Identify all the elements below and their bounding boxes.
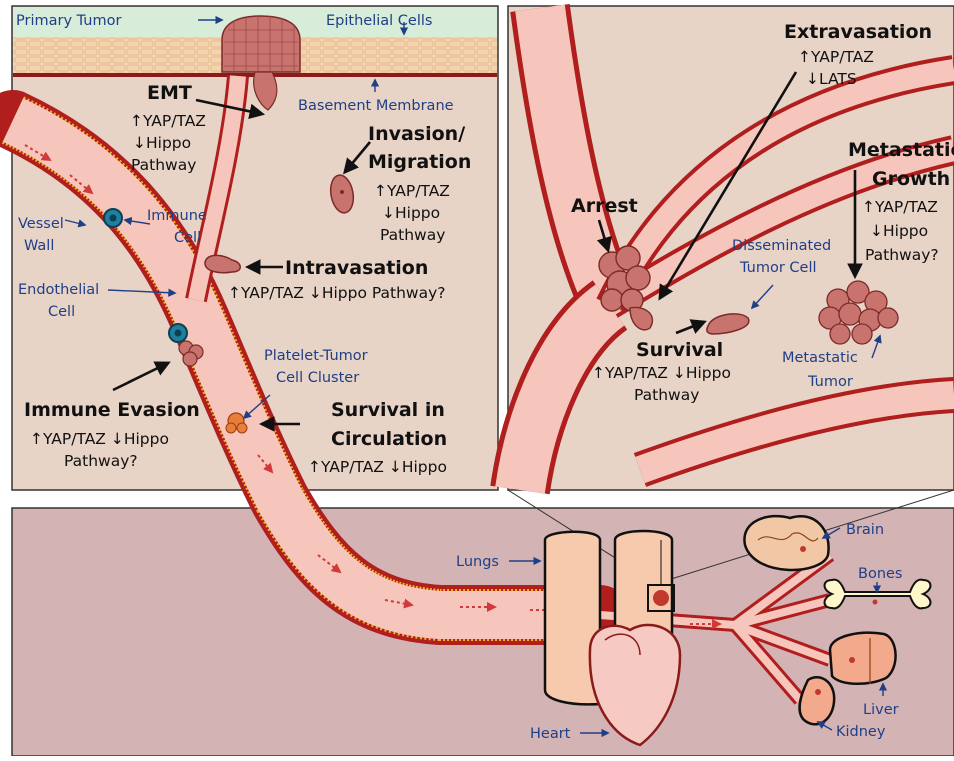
extravasation-line1: ↑YAP/TAZ xyxy=(798,48,874,66)
arrest-title: Arrest xyxy=(571,195,638,217)
survival-line1: ↑YAP/TAZ ↓Hippo xyxy=(592,364,731,382)
metastatic-growth-title-2: Growth xyxy=(872,168,950,190)
emt-line3: Pathway xyxy=(131,156,196,174)
heart-label: Heart xyxy=(530,726,571,742)
invasion-line3: Pathway xyxy=(380,226,445,244)
vessel-wall-label-2: Wall xyxy=(24,238,54,254)
emt-title: EMT xyxy=(147,82,192,104)
invasion-line1: ↑YAP/TAZ xyxy=(374,182,450,200)
immune-cell-label-2: Cell xyxy=(174,230,201,246)
survival-circulation-line1: ↑YAP/TAZ ↓Hippo xyxy=(308,458,447,476)
survival-circulation-title-2: Circulation xyxy=(331,428,447,450)
disseminated-label-2: Tumor Cell xyxy=(739,260,817,276)
basement-membrane-label: Basement Membrane xyxy=(298,98,454,114)
metastatic-growth-line1: ↑YAP/TAZ xyxy=(862,198,938,216)
immune-cell-label-1: Immune xyxy=(147,208,207,224)
endothelial-cell-label-2: Cell xyxy=(48,304,75,320)
immune-evasion-line1: ↑YAP/TAZ ↓Hippo xyxy=(30,430,169,448)
platelet-cluster-label-2: Cell Cluster xyxy=(276,370,359,386)
emt-line2: ↓Hippo xyxy=(133,134,191,152)
intravasation-title: Intravasation xyxy=(285,257,428,279)
survival-title: Survival xyxy=(636,339,723,361)
invasion-title: Invasion/ xyxy=(368,123,465,145)
lungs-label: Lungs xyxy=(456,554,499,570)
emt-line1: ↑YAP/TAZ xyxy=(130,112,206,130)
invasion-line2: ↓Hippo xyxy=(382,204,440,222)
brain-label: Brain xyxy=(846,522,884,538)
extravasation-line2: ↓LATS xyxy=(806,70,857,88)
bones-label: Bones xyxy=(858,566,902,582)
platelet-cluster-label-1: Platelet-Tumor xyxy=(264,348,368,364)
survival-circulation-title-1: Survival in xyxy=(331,399,445,421)
brain-icon xyxy=(744,516,828,570)
migration-title: Migration xyxy=(368,151,471,173)
kidney-label: Kidney xyxy=(836,724,886,740)
disseminated-label-1: Disseminated xyxy=(732,238,831,254)
immune-evasion-title: Immune Evasion xyxy=(24,399,200,421)
vessel-wall-label-1: Vessel xyxy=(18,216,64,232)
metastatic-tumor-label-2: Tumor xyxy=(807,374,853,390)
epithelial-cells-label: Epithelial Cells xyxy=(326,13,432,29)
kidney-icon xyxy=(800,677,835,724)
intravasation-line1: ↑YAP/TAZ ↓Hippo Pathway? xyxy=(228,284,446,302)
primary-tumor-label: Primary Tumor xyxy=(16,13,121,29)
survival-line2: Pathway xyxy=(634,386,699,404)
liver-icon xyxy=(830,633,896,684)
endothelial-cell-label-1: Endothelial xyxy=(18,282,99,298)
metastatic-growth-line2: ↓Hippo xyxy=(870,222,928,240)
metastatic-growth-line3: Pathway? xyxy=(865,246,939,264)
immune-evasion-line2: Pathway? xyxy=(64,452,138,470)
extravasation-title: Extravasation xyxy=(784,21,932,43)
liver-label: Liver xyxy=(863,702,899,718)
metastatic-growth-title-1: Metastatic xyxy=(848,139,954,161)
metastatic-tumor-label-1: Metastatic xyxy=(782,350,858,366)
